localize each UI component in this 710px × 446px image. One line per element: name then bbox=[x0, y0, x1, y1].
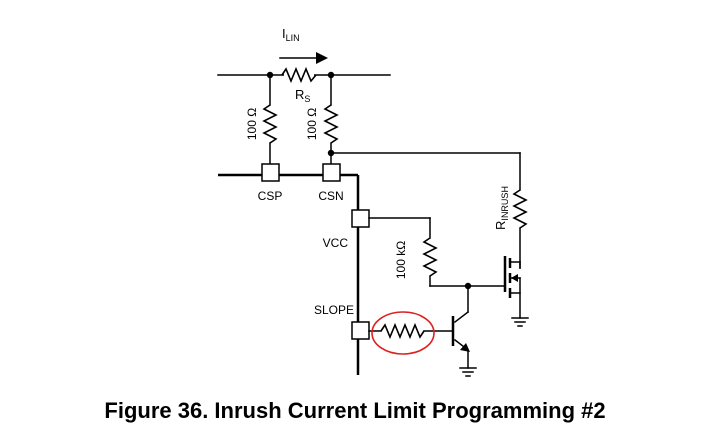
figure-caption: Figure 36. Inrush Current Limit Programm… bbox=[104, 398, 606, 423]
pin-csn-label: CSN bbox=[318, 189, 343, 203]
pin-vcc-label: VCC bbox=[323, 236, 349, 250]
pin-csp bbox=[261, 163, 280, 182]
r-csp-resistor bbox=[262, 104, 278, 144]
rinrush-label: RINRUSH bbox=[493, 186, 510, 230]
pin-csn bbox=[322, 163, 341, 182]
r-csp-label: 100 Ω bbox=[245, 108, 259, 140]
r-100k-label: 100 kΩ bbox=[394, 241, 408, 279]
pin-slope-label: SLOPE bbox=[314, 303, 354, 317]
mosfet-arrow bbox=[511, 274, 518, 282]
pin-slope bbox=[351, 321, 370, 340]
pin-vcc bbox=[351, 209, 370, 228]
rinrush-resistor bbox=[512, 189, 528, 229]
rs-label: RS bbox=[295, 87, 310, 104]
bjt-collector bbox=[453, 310, 470, 324]
r-100k-resistor bbox=[422, 237, 438, 277]
ilin-label: ILIN bbox=[282, 26, 300, 43]
rs-resistor bbox=[281, 66, 317, 84]
highlight-ellipse bbox=[371, 311, 435, 355]
current-arrow-head bbox=[316, 52, 328, 64]
circuit-diagram: ILIN RS 100 Ω 100 Ω CSP CSN VCC SLOPE 10… bbox=[217, 26, 529, 377]
slope-resistor bbox=[380, 322, 425, 340]
r-csn-resistor bbox=[323, 104, 339, 144]
r-csn-label: 100 Ω bbox=[305, 108, 319, 140]
pin-csp-label: CSP bbox=[258, 189, 283, 203]
